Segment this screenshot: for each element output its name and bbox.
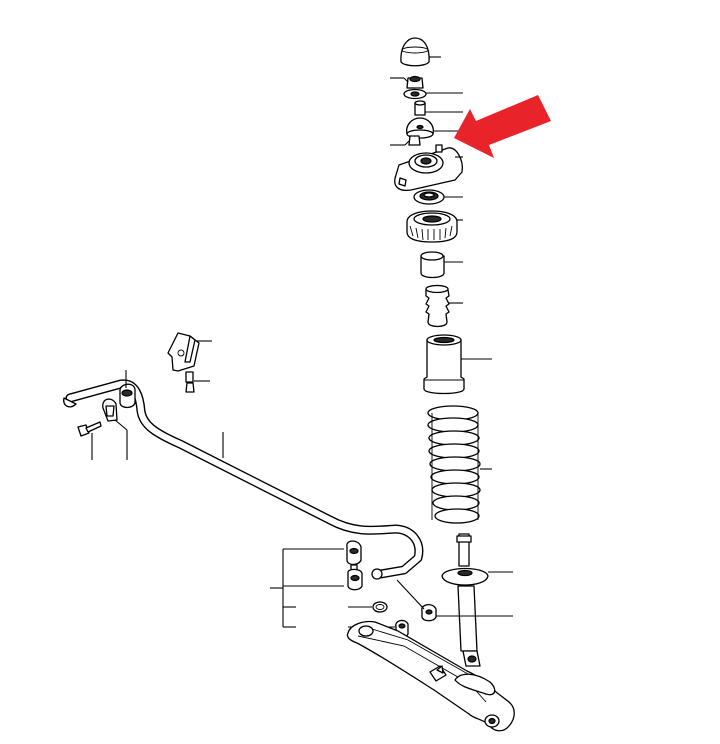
bracket-bolt <box>185 371 210 393</box>
stabilizer-bushing <box>119 370 136 409</box>
bearing <box>413 189 463 205</box>
shock-absorber <box>441 533 513 667</box>
stabilizer-bar <box>63 379 424 580</box>
top-nut <box>390 75 424 89</box>
callout-arrow <box>454 95 551 158</box>
dust-boot <box>423 334 492 395</box>
stabilizer-link <box>346 540 363 591</box>
lower-control-arm <box>346 620 515 732</box>
coil-spring <box>427 405 492 524</box>
o-ring <box>348 601 388 613</box>
top-dust-cap <box>400 37 441 67</box>
upper-spring-seat <box>406 210 463 243</box>
bump-stop-cap <box>420 251 463 279</box>
mount-nut <box>390 135 421 146</box>
mounting-bracket <box>167 332 212 372</box>
clamp-bolt <box>77 421 102 460</box>
clamp <box>102 398 128 460</box>
upper-rubber-bushing <box>406 117 463 139</box>
spacer-sleeve <box>414 100 463 116</box>
upper-washer <box>403 88 463 100</box>
shock-lower-bushing <box>396 579 513 622</box>
bump-stop <box>425 284 463 328</box>
upper-strut-mount <box>394 144 463 192</box>
link-leader-bracket <box>270 548 344 628</box>
